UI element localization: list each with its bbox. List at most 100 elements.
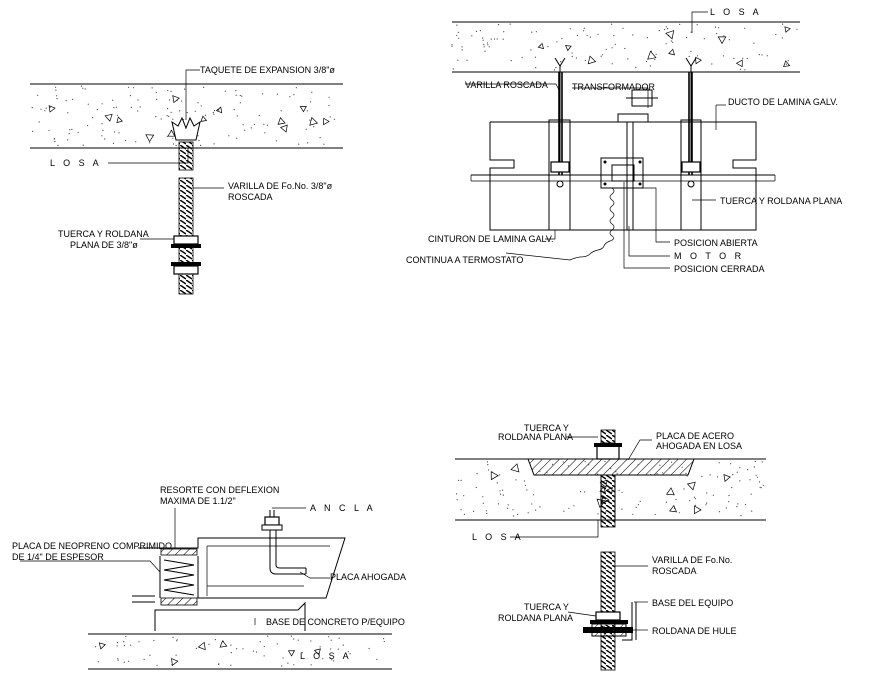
concrete-speck xyxy=(649,65,652,67)
concrete-speck xyxy=(168,99,171,101)
concrete-speck xyxy=(561,37,563,40)
concrete-speck xyxy=(456,24,458,26)
concrete-speck xyxy=(694,504,697,506)
concrete-aggregate xyxy=(167,129,176,137)
concrete-speck xyxy=(686,475,688,477)
concrete-aggregate xyxy=(116,116,123,124)
concrete-speck xyxy=(532,468,534,471)
concrete-speck xyxy=(160,118,162,120)
concrete-speck xyxy=(200,144,202,146)
concrete-speck xyxy=(181,100,183,102)
concrete-speck xyxy=(322,658,324,660)
concrete-speck xyxy=(486,512,488,515)
concrete-speck xyxy=(714,26,717,28)
concrete-speck xyxy=(632,34,634,36)
concrete-speck xyxy=(621,508,623,510)
concrete-speck xyxy=(117,659,119,661)
concrete-speck xyxy=(252,650,255,652)
losa-label-3: L O S A xyxy=(300,651,352,661)
concrete-aggregate xyxy=(686,481,696,491)
losa-label-4: L O S A xyxy=(472,532,524,542)
concrete-speck xyxy=(331,659,333,661)
concrete-speck xyxy=(293,94,295,96)
concrete-speck xyxy=(616,473,618,475)
concrete-speck xyxy=(632,513,634,515)
tuerca-label-4b: ROLDANA PLANA xyxy=(498,432,573,442)
concrete-speck xyxy=(736,471,738,473)
concrete-speck xyxy=(611,63,613,65)
concrete-speck xyxy=(54,141,56,143)
concrete-speck xyxy=(276,93,278,95)
concrete-speck xyxy=(313,126,315,128)
concrete-speck xyxy=(485,510,488,512)
concrete-speck xyxy=(167,108,169,110)
washer-1a xyxy=(171,244,201,248)
concrete-speck xyxy=(287,662,289,664)
base-label: BASE DE CONCRETO P/EQUIPO xyxy=(266,617,405,627)
concrete-speck xyxy=(130,644,132,646)
concrete-aggregate xyxy=(606,486,613,494)
concrete-speck xyxy=(573,505,575,507)
concrete-speck xyxy=(139,106,141,108)
concrete-speck xyxy=(535,509,537,511)
concrete-aggregate xyxy=(104,113,113,122)
concrete-speck xyxy=(559,65,562,67)
concrete-speck xyxy=(116,642,118,644)
concrete-speck xyxy=(716,33,718,35)
concrete-speck xyxy=(709,474,711,476)
concrete-speck xyxy=(31,107,33,109)
taquete-label: TAQUETE DE EXPANSION 3/8"ø xyxy=(200,65,335,75)
concrete-speck xyxy=(149,654,151,656)
concrete-speck xyxy=(328,104,330,107)
concrete-speck xyxy=(482,496,484,498)
concrete-speck xyxy=(486,461,489,463)
concrete-speck xyxy=(71,128,73,130)
concrete-speck xyxy=(44,110,46,112)
concrete-speck xyxy=(143,658,145,661)
concrete-speck xyxy=(486,42,489,44)
concrete-speck xyxy=(488,46,490,48)
concrete-speck xyxy=(170,111,172,113)
concrete-speck xyxy=(655,53,657,56)
concrete-speck xyxy=(496,38,498,40)
concrete-speck xyxy=(458,479,460,481)
concrete-speck xyxy=(665,26,667,28)
concrete-speck xyxy=(728,495,730,497)
concrete-speck xyxy=(101,123,103,125)
concrete-speck xyxy=(40,108,42,110)
concrete-speck xyxy=(185,127,187,129)
concrete-speck xyxy=(451,45,453,48)
concrete-speck xyxy=(310,664,312,666)
tuerca2-label-4a: TUERCA Y xyxy=(524,602,569,612)
concrete-speck xyxy=(213,143,215,145)
concrete-aggregate xyxy=(537,42,544,50)
concrete-speck xyxy=(212,111,214,114)
concrete-speck xyxy=(502,38,504,40)
concrete-aggregate xyxy=(510,463,520,473)
concrete-speck xyxy=(568,507,570,509)
concrete-speck xyxy=(665,501,668,503)
concrete-speck xyxy=(290,635,292,637)
concrete-speck xyxy=(761,461,763,463)
concrete-speck xyxy=(756,476,759,478)
concrete-speck xyxy=(49,106,51,108)
varilla-label-4a: VARILLA DE Fo.No. xyxy=(652,555,732,565)
concrete-speck xyxy=(323,143,325,145)
concrete-speck xyxy=(614,43,616,45)
concrete-speck xyxy=(697,55,699,57)
concrete-speck xyxy=(535,31,538,33)
concrete-speck xyxy=(597,513,599,515)
concrete-speck xyxy=(289,96,291,98)
concrete-speck xyxy=(172,137,174,139)
concrete-speck xyxy=(693,496,696,498)
concrete-speck xyxy=(615,471,617,473)
concrete-speck xyxy=(731,486,733,489)
concrete-speck xyxy=(305,128,307,130)
concrete-speck xyxy=(759,486,761,488)
concrete-speck xyxy=(456,499,458,501)
concrete-speck xyxy=(487,44,489,46)
concrete-speck xyxy=(255,651,258,653)
posicion-cerrada-label: POSICION CERRADA xyxy=(674,264,765,274)
concrete-speck xyxy=(575,57,578,59)
